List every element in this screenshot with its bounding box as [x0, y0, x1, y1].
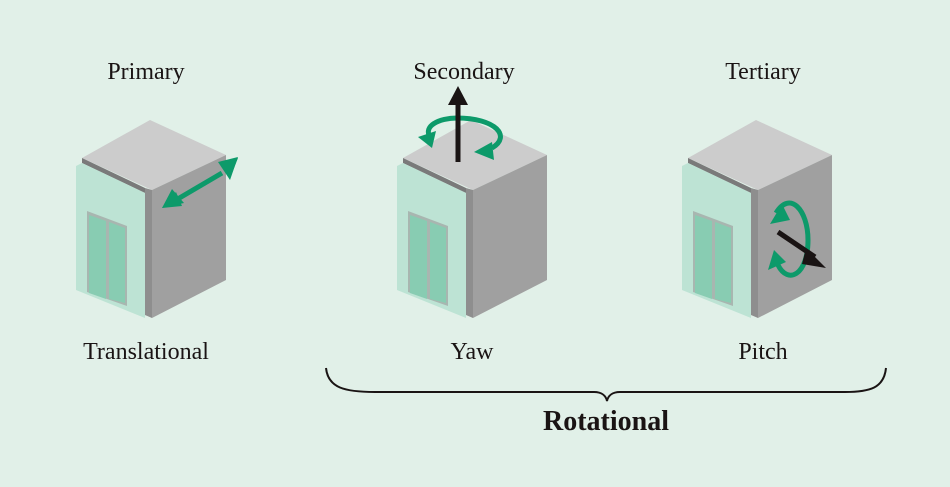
secondary-title: Secondary	[413, 59, 515, 85]
rotational-label: Rotational	[543, 406, 669, 437]
translational-arrow-icon	[162, 157, 238, 208]
rotational-brace	[325, 367, 887, 402]
primary-building	[76, 120, 238, 318]
yaw-caption: Yaw	[450, 339, 494, 365]
secondary-building	[397, 120, 547, 318]
pitch-rotation-icon	[768, 200, 826, 278]
translational-caption: Translational	[83, 339, 209, 365]
tertiary-building	[682, 120, 832, 318]
tertiary-title: Tertiary	[725, 59, 801, 85]
primary-title: Primary	[107, 59, 185, 85]
yaw-rotation-icon	[418, 86, 503, 162]
pitch-caption: Pitch	[738, 339, 788, 365]
